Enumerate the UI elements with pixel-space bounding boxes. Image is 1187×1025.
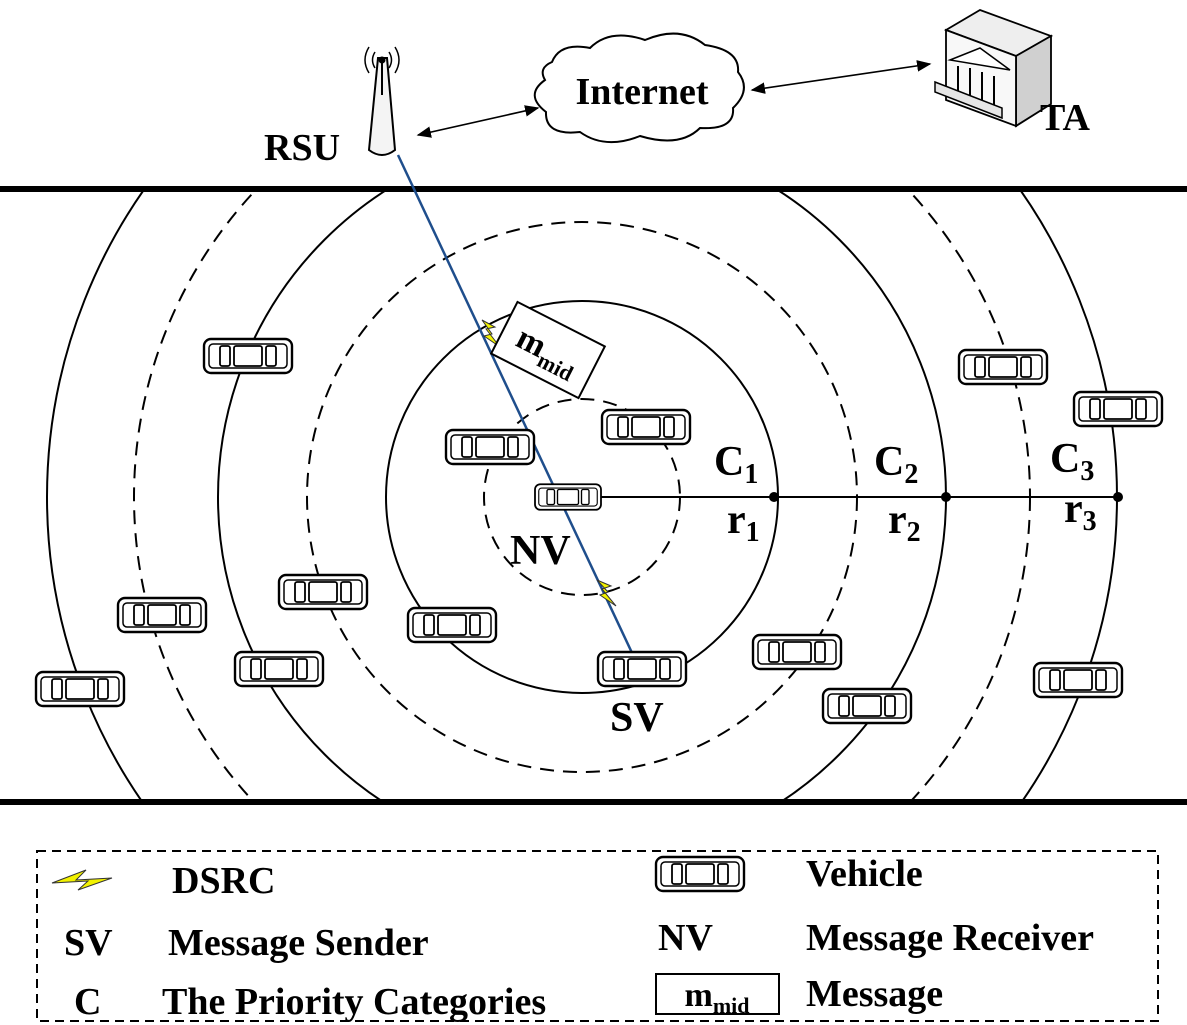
dsrc-bolt-lower bbox=[596, 579, 617, 607]
vehicle bbox=[600, 408, 692, 446]
ta-server-icon bbox=[934, 9, 1054, 128]
nv-vehicle bbox=[534, 483, 602, 511]
vehicle bbox=[444, 428, 536, 466]
vehicle bbox=[1072, 390, 1164, 428]
legend-dsrc: DSRC bbox=[172, 860, 275, 902]
legend-message-key: mmid bbox=[684, 977, 749, 1018]
r2-label: r2 bbox=[888, 497, 921, 548]
r1-label: r1 bbox=[727, 497, 760, 548]
vehicle bbox=[406, 606, 498, 644]
vehicle bbox=[751, 633, 843, 671]
message-box: mmid bbox=[489, 300, 607, 400]
vehicle bbox=[1032, 661, 1124, 699]
vehicle bbox=[202, 337, 294, 375]
internet-ta-arrow bbox=[750, 60, 932, 94]
rsu-internet-arrow bbox=[416, 105, 540, 138]
dsrc-legend-icon bbox=[51, 869, 113, 891]
r3-label: r3 bbox=[1064, 486, 1097, 537]
c1-label: C1 bbox=[714, 439, 758, 490]
internet-cloud-icon bbox=[533, 32, 745, 144]
vehicle bbox=[277, 573, 369, 611]
legend-c-key: C bbox=[74, 981, 101, 1023]
nv-label: NV bbox=[510, 528, 571, 574]
ta-label: TA bbox=[1040, 97, 1091, 139]
internet-label: Internet bbox=[576, 71, 709, 113]
vehicle bbox=[821, 687, 913, 725]
vehicle bbox=[34, 670, 126, 708]
legend-sv-desc: Message Sender bbox=[168, 922, 429, 964]
vehicle bbox=[233, 650, 325, 688]
legend-box bbox=[36, 850, 1159, 1022]
vehicle-legend-icon bbox=[654, 855, 746, 893]
vehicle bbox=[116, 596, 208, 634]
r1-point bbox=[769, 492, 779, 502]
legend-nv-key: NV bbox=[658, 917, 713, 959]
r3-point bbox=[1113, 492, 1123, 502]
legend-message-desc: Message bbox=[806, 973, 943, 1015]
c3-label: C3 bbox=[1050, 436, 1094, 487]
legend-nv-desc: Message Receiver bbox=[806, 917, 1094, 959]
sv-label: SV bbox=[610, 695, 664, 741]
legend-vehicle: Vehicle bbox=[806, 853, 923, 895]
r2-point bbox=[941, 492, 951, 502]
vehicle bbox=[957, 348, 1049, 386]
legend-c-desc: The Priority Categories bbox=[162, 981, 546, 1023]
rsu-tower-icon bbox=[364, 46, 400, 156]
rsu-label: RSU bbox=[264, 127, 340, 169]
rsu-sv-link bbox=[396, 154, 635, 656]
c2-label: C2 bbox=[874, 439, 918, 490]
sv-vehicle bbox=[596, 650, 688, 688]
legend-sv-key: SV bbox=[64, 922, 113, 964]
legend-message-box bbox=[655, 973, 780, 1015]
